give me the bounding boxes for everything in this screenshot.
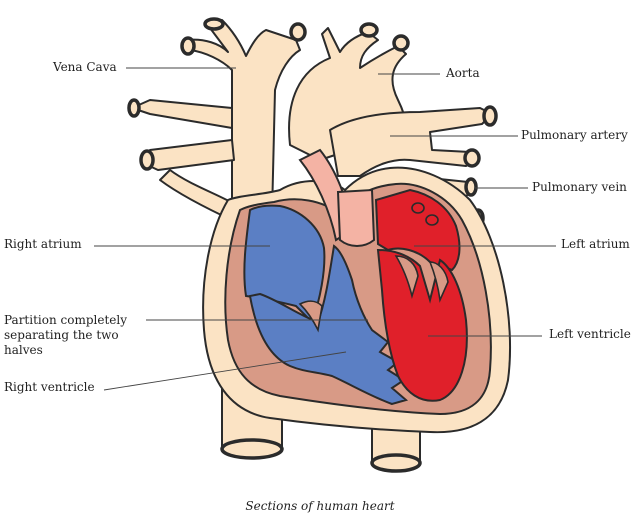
opening-vc-right bbox=[289, 22, 307, 42]
label-vena-cava: Vena Cava bbox=[53, 60, 117, 74]
leader-lines bbox=[94, 67, 556, 391]
aortic-root bbox=[336, 188, 376, 247]
label-partition: Partition completely separating the two … bbox=[4, 313, 127, 357]
pulmonary-artery-vessel bbox=[329, 107, 493, 177]
opening-pa-top bbox=[482, 105, 498, 127]
opening-aorta-left bbox=[359, 22, 379, 38]
opening-vc-top bbox=[203, 17, 225, 31]
opening-pa-bottom bbox=[463, 148, 481, 168]
left-branch-vessel bbox=[131, 99, 233, 129]
label-left-ventricle: Left ventricle bbox=[549, 327, 631, 341]
opening-aorta-right bbox=[392, 34, 410, 52]
opening-vc-left bbox=[180, 36, 196, 56]
vessel-openings bbox=[127, 17, 498, 473]
label-right-ventricle: Right ventricle bbox=[4, 380, 95, 394]
right-atrium-chamber bbox=[243, 204, 326, 324]
opening-ivc bbox=[220, 438, 284, 460]
mitral-flap-left bbox=[394, 255, 419, 300]
leader-right-ventricle bbox=[103, 351, 347, 391]
la-opening-2 bbox=[425, 214, 439, 226]
left-atrium-chamber bbox=[374, 188, 461, 272]
mitral-flap-right bbox=[428, 261, 449, 303]
left-lower-branch-vessel bbox=[144, 139, 235, 171]
label-pulmonary-vein: Pulmonary vein bbox=[532, 180, 627, 194]
opening-left-lower bbox=[139, 149, 155, 171]
figure-caption: Sections of human heart bbox=[245, 499, 395, 513]
la-opening-1 bbox=[411, 202, 425, 214]
label-pulmonary-artery: Pulmonary artery bbox=[521, 128, 628, 142]
valves bbox=[298, 255, 449, 333]
label-left-atrium: Left atrium bbox=[561, 237, 630, 251]
la-vein-openings bbox=[411, 202, 439, 226]
label-aorta: Aorta bbox=[446, 66, 480, 80]
opening-desc-aorta bbox=[370, 453, 422, 473]
opening-pv-upper bbox=[464, 177, 478, 197]
tricuspid-flap bbox=[298, 300, 323, 333]
label-right-atrium: Right atrium bbox=[4, 237, 82, 251]
opening-left-branch bbox=[127, 98, 141, 118]
